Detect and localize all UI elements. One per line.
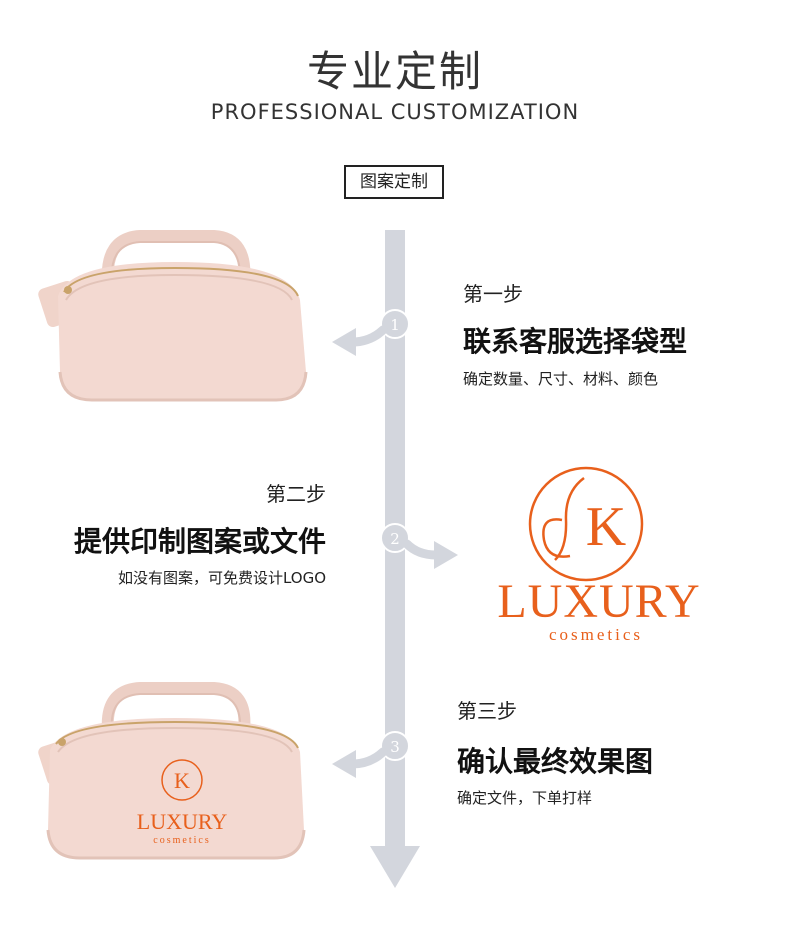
luxury-logo: K LUXURY cosmetics: [497, 466, 700, 644]
step-3-number: 3: [390, 738, 400, 756]
arrow-right-2: [402, 539, 441, 560]
step-2-circle: 2: [380, 523, 410, 553]
timeline-arrowhead: [370, 846, 420, 888]
step-1-circle: 1: [380, 309, 410, 339]
arrow-left-3-head: [332, 750, 356, 778]
cosmetic-bag-logo: K LUXURY cosmetics: [38, 682, 306, 860]
arrow-left-1: [347, 325, 388, 347]
step-3-desc: 确定文件，下单打样: [457, 789, 593, 807]
bag-logo-monogram: K: [174, 768, 190, 793]
step-2-label: 第二步: [266, 482, 326, 506]
page-title: 专业定制: [306, 47, 483, 96]
arrow-left-1-head: [332, 328, 356, 356]
step-1-number: 1: [390, 316, 400, 334]
bag-logo-name: LUXURY: [137, 809, 228, 834]
logo-tagline: cosmetics: [549, 625, 643, 644]
step-2-number: 2: [390, 530, 400, 548]
page-subtitle: PROFESSIONAL CUSTOMIZATION: [210, 100, 580, 124]
logo-monogram: K: [586, 496, 626, 558]
step-3-circle: 3: [380, 731, 410, 761]
step-1-desc: 确定数量、尺寸、材料、颜色: [463, 370, 659, 388]
arrow-right-2-head: [434, 541, 458, 569]
arrow-left-3: [347, 747, 388, 769]
bag-logo-tagline: cosmetics: [153, 835, 210, 846]
step-2-desc: 如没有图案，可免费设计LOGO: [117, 569, 326, 587]
step-3-title: 确认最终效果图: [457, 745, 654, 778]
logo-name: LUXURY: [497, 575, 700, 628]
step-3-label: 第三步: [457, 699, 517, 723]
cosmetic-bag-plain: [38, 230, 308, 402]
step-1-title: 联系客服选择袋型: [463, 325, 688, 358]
step-2-title: 提供印制图案或文件: [73, 525, 326, 558]
step-1-label: 第一步: [463, 282, 523, 306]
section-badge: 图案定制: [344, 165, 444, 199]
